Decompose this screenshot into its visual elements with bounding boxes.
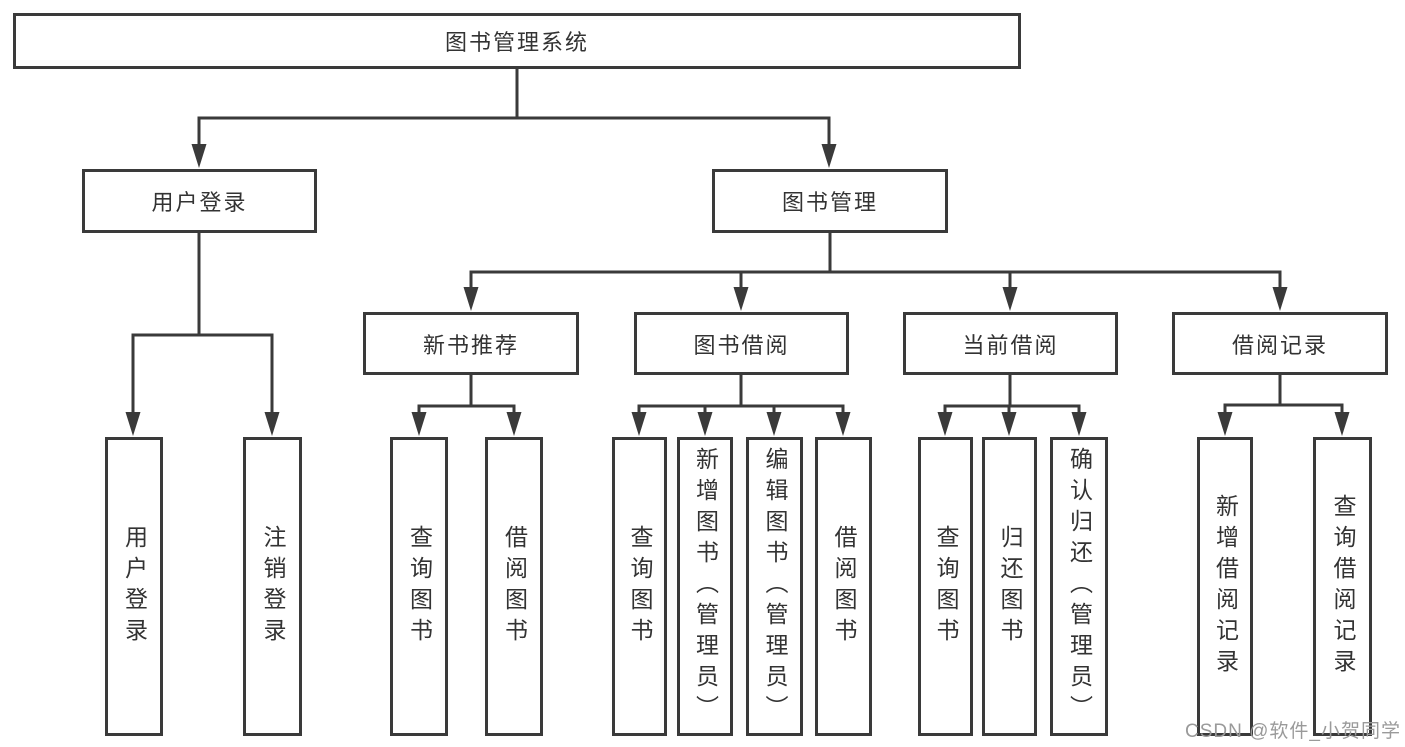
node-library-management-system: 图书管理系统 xyxy=(13,13,1021,69)
leaf-user-login: 用户登录 xyxy=(105,437,163,736)
node-user-login: 用户登录 xyxy=(82,169,317,233)
leaf-current-query-books: 查询图书 xyxy=(918,437,973,736)
leaf-recommend-query-books: 查询图书 xyxy=(390,437,448,736)
leaf-confirm-return-admin: 确认归还（管理员） xyxy=(1050,437,1108,736)
node-borrowing-records: 借阅记录 xyxy=(1172,312,1388,375)
leaf-return-books: 归还图书 xyxy=(982,437,1037,736)
leaf-recommend-borrow-books: 借阅图书 xyxy=(485,437,543,736)
node-book-borrowing: 图书借阅 xyxy=(634,312,849,375)
leaf-borrow-query-books: 查询图书 xyxy=(612,437,667,736)
node-new-book-recommendation: 新书推荐 xyxy=(363,312,579,375)
leaf-logout: 注销登录 xyxy=(243,437,302,736)
leaf-query-borrow-record: 查询借阅记录 xyxy=(1313,437,1372,736)
node-current-borrowing: 当前借阅 xyxy=(903,312,1118,375)
csdn-watermark: CSDN @软件_小贺同学 xyxy=(1185,721,1401,742)
leaf-add-borrow-record: 新增借阅记录 xyxy=(1197,437,1253,736)
node-book-management: 图书管理 xyxy=(712,169,948,233)
leaf-borrow-books: 借阅图书 xyxy=(815,437,872,736)
leaf-add-books-admin: 新增图书（管理员） xyxy=(677,437,733,736)
leaf-edit-books-admin: 编辑图书（管理员） xyxy=(746,437,803,736)
